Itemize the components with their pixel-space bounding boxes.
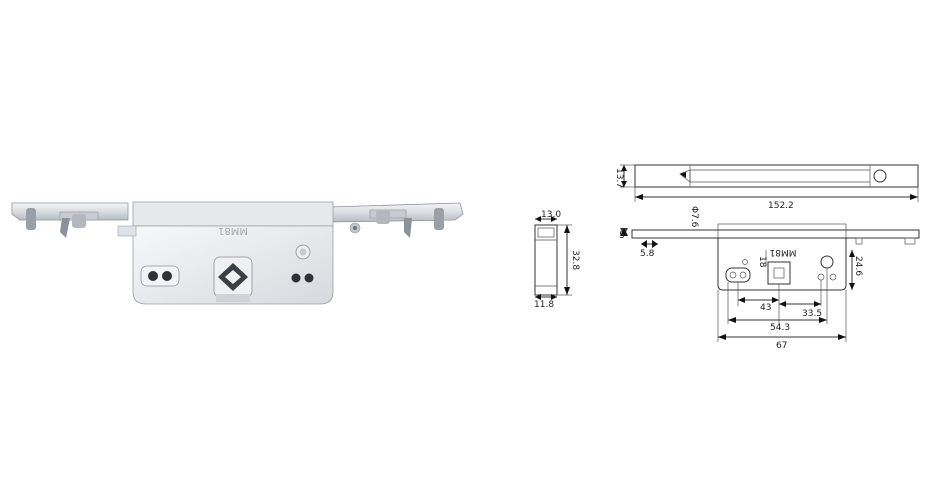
side-view-drawing: 13.0 32.8 11.8	[534, 210, 580, 310]
dim-33-5: 33.5	[802, 309, 822, 319]
dim-bottom-width: 11.8	[534, 300, 554, 310]
dim-spindle: 18	[757, 256, 767, 268]
dim-67: 67	[776, 341, 787, 351]
photo-engraving: MM81	[218, 225, 248, 236]
dim-54-3: 54.3	[770, 323, 790, 333]
lock-photo: MM81	[11, 201, 464, 305]
front-view-drawing: MM81 18 5 5.8 24.6	[619, 223, 920, 351]
dim-left-small: 5	[619, 231, 625, 241]
top-view-drawing: 13.7 152.2 Φ7.6	[614, 164, 919, 228]
dim-side-height: 32.8	[570, 250, 580, 270]
dim-top-height: 13.7	[614, 168, 624, 188]
dim-length: 152.2	[768, 201, 794, 211]
dim-left-offset: 5.8	[640, 249, 655, 259]
dim-vertical: 24.6	[853, 256, 863, 276]
dim-43: 43	[760, 303, 771, 313]
front-engraving: MM81	[770, 247, 797, 257]
dim-hole: Φ7.6	[689, 206, 699, 228]
dim-top-width: 13.0	[541, 210, 561, 220]
